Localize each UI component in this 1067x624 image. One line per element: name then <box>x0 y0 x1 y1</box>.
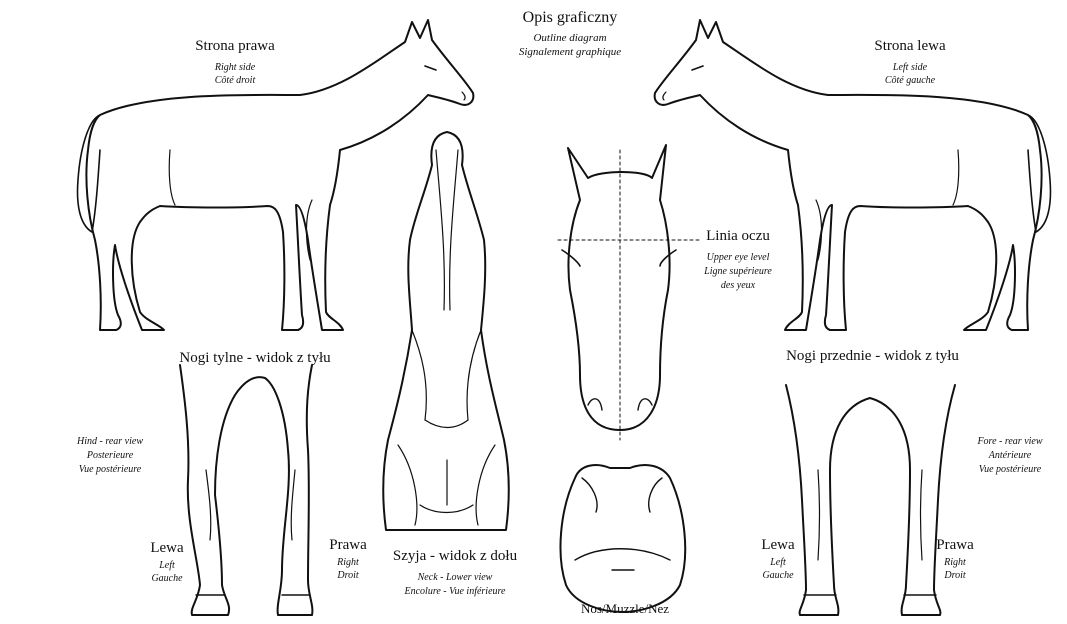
hind-right-fr: Droit <box>318 570 378 582</box>
left-side-en: Left side <box>850 62 970 74</box>
fore-right-en: Right <box>925 557 985 569</box>
right-side-fr: Côté droit <box>175 75 295 87</box>
neck-lower-view <box>383 132 509 530</box>
title-en: Outline diagram <box>505 32 635 45</box>
hind-right-label: Prawa <box>318 537 378 554</box>
eye-line-en: Upper eye level <box>688 252 788 264</box>
neck-fr: Encolure - Vue inférieure <box>370 586 540 598</box>
eye-line-fr2: des yeux <box>688 280 788 292</box>
fore-legs-en: Fore - rear view <box>965 436 1055 448</box>
fore-legs-pl2: Antérieure <box>965 450 1055 462</box>
fore-left-label: Lewa <box>748 537 808 554</box>
hind-left-en: Left <box>137 560 197 572</box>
left-side-label: Strona lewa <box>850 38 970 55</box>
fore-legs-fr: Vue postérieure <box>965 464 1055 476</box>
title-main: Opis graficzny <box>505 9 635 27</box>
hind-legs-rear-view <box>180 365 312 615</box>
fore-left-fr: Gauche <box>748 570 808 582</box>
fore-right-fr: Droit <box>925 570 985 582</box>
hind-right-en: Right <box>318 557 378 569</box>
fore-left-en: Left <box>748 557 808 569</box>
fore-right-label: Prawa <box>925 537 985 554</box>
nose-label: Nos/Muzzle/Nez <box>560 602 690 617</box>
hind-legs-pl2: Posterieure <box>65 450 155 462</box>
head-front-view <box>558 145 700 440</box>
title-fr: Signalement graphique <box>505 46 635 59</box>
neck-en: Neck - Lower view <box>370 572 540 584</box>
right-side-label: Strona prawa <box>175 38 295 55</box>
hind-left-fr: Gauche <box>137 573 197 585</box>
neck-label: Szyja - widok z dołu <box>370 548 540 565</box>
eye-line-label: Linia oczu <box>688 228 788 245</box>
hind-legs-fr: Vue postérieure <box>65 464 155 476</box>
eye-line-fr1: Ligne supérieure <box>688 266 788 278</box>
hind-legs-label: Nogi tylne - widok z tyłu <box>155 350 355 367</box>
left-side-fr: Côté gauche <box>850 75 970 87</box>
hind-left-label: Lewa <box>137 540 197 557</box>
fore-legs-label: Nogi przednie - widok z tyłu <box>755 348 990 365</box>
muzzle-view <box>560 465 685 612</box>
right-side-en: Right side <box>175 62 295 74</box>
hind-legs-en: Hind - rear view <box>65 436 155 448</box>
